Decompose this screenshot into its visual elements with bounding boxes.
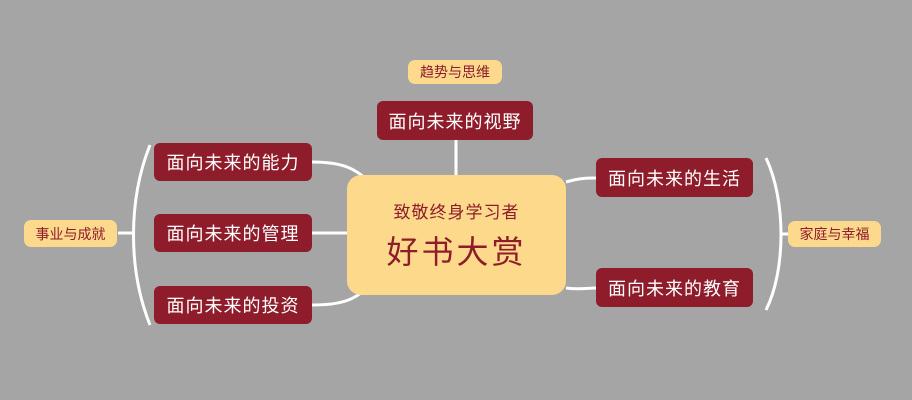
node-management[interactable]: 面向未来的管理 (154, 214, 312, 252)
node-education[interactable]: 面向未来的教育 (596, 268, 753, 307)
node-ability[interactable]: 面向未来的能力 (154, 143, 312, 181)
tag-career[interactable]: 事业与成就 (24, 220, 117, 247)
central-topic[interactable]: 致敬终身学习者 好书大赏 (347, 175, 566, 295)
node-investment[interactable]: 面向未来的投资 (154, 286, 312, 324)
central-title: 好书大赏 (386, 232, 527, 271)
central-subtitle: 致敬终身学习者 (393, 202, 520, 223)
tag-trend-thinking[interactable]: 趋势与思维 (408, 60, 502, 84)
tag-family[interactable]: 家庭与幸福 (788, 221, 881, 247)
node-life[interactable]: 面向未来的生活 (596, 158, 753, 197)
right-bracket (764, 157, 783, 311)
connector-right-2 (565, 286, 597, 291)
node-vision[interactable]: 面向未来的视野 (377, 101, 533, 140)
left-bracket (132, 144, 152, 326)
connector-right-1 (565, 176, 597, 184)
